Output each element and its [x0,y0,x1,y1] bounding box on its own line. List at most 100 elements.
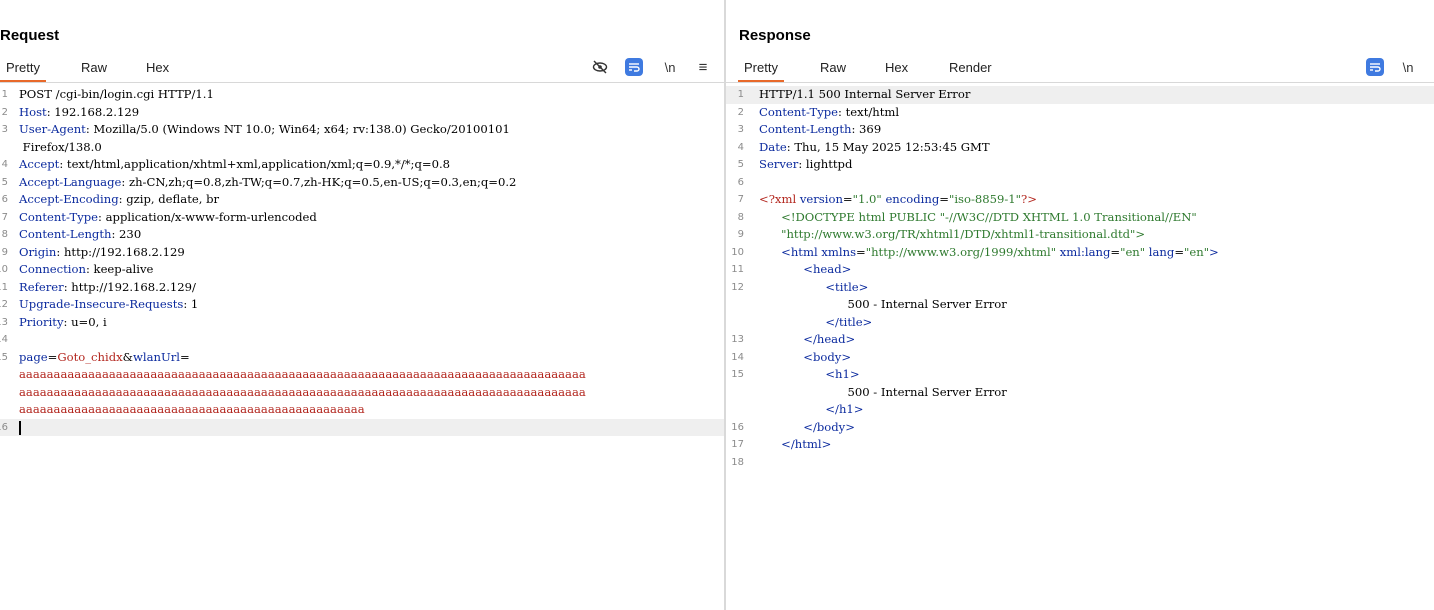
code-token: : 369 [851,122,882,136]
code-token: Date [759,139,787,154]
tab-render[interactable]: Render [949,60,992,75]
line-text: HTTP/1.1 500 Internal Server Error [759,86,970,104]
code-token: page [19,349,48,364]
code-token: <html [781,244,822,259]
code-token: Connection [19,262,86,276]
code-token: : 1 [183,297,199,311]
line-number: 18 [731,456,744,468]
line-number: 13 [0,316,8,328]
line-text: <body> [759,349,851,367]
code-token: "iso-8859-1" [948,192,1022,206]
code-token [759,402,825,416]
code-token: : application/x-www-form-urlencoded [98,209,317,224]
code-token: Host [19,104,47,119]
line-text: Server: lighttpd [759,156,852,174]
tab-pretty[interactable]: Pretty [738,56,784,82]
code-token: </body> [803,419,855,434]
line-number: 7 [1,211,8,223]
code-token: : text/html,application/xhtml+xml,applic… [59,157,451,171]
eye-off-icon[interactable] [590,57,610,77]
code-line: 12Upgrade-Insecure-Requests: 1 [0,296,725,314]
line-text: </html> [759,436,831,454]
code-line: 6 [726,174,1434,192]
line-text: </body> [759,419,855,437]
line-number: 3 [1,124,8,135]
code-token: Content-Type [19,209,99,224]
line-text: 500 - Internal Server Error [759,296,1006,314]
code-line: 13 Priority: u=0, i [0,314,725,332]
code-line: aaaaaaaaaaaaaaaaaaaaaaaaaaaaaaaaaaaaaaaa… [0,384,725,402]
line-number: 4 [1,159,8,170]
code-token [759,262,803,276]
code-line: 9 "http://www.w3.org/TR/xhtml1/DTD/xhtml… [726,226,1434,244]
code-token [759,315,825,329]
code-token: & [122,349,133,364]
code-token: Goto_chidx [57,349,123,364]
tab-hex[interactable]: Hex [885,60,909,75]
line-text: Accept-Encoding: gzip, deflate, br [19,191,219,209]
line-text: <title> [759,279,868,297]
pane-divider[interactable] [724,0,726,610]
code-token: 500 - Internal Server Error [759,384,1007,399]
wrap-icon[interactable] [624,57,644,77]
code-line: 2 Host: 192.168.2.129 [0,104,725,122]
code-token: "http://www.w3.org/1999/xhtml" [865,244,1057,259]
newline-icon[interactable]: \n [1402,59,1414,75]
code-token: : 192.168.2.129 [46,104,140,119]
code-token: "1.0" [852,192,882,206]
code-token: : u=0, i [63,314,107,329]
code-token: : text/html [838,104,900,119]
line-number: 9 [1,246,8,258]
code-token: version [799,192,843,206]
code-line: aaaaaaaaaaaaaaaaaaaaaaaaaaaaaaaaaaaaaaaa… [0,366,725,384]
code-token: Priority [19,314,64,329]
code-token: : gzip, deflate, br [118,192,220,206]
line-number: 5 [737,159,744,170]
menu-icon[interactable]: ≡ [698,58,708,76]
line-number: 2 [1,106,8,118]
line-number: 17 [731,439,744,450]
code-token [759,437,781,451]
tab-hex[interactable]: Hex [146,60,170,75]
code-line: 500 - Internal Server Error [726,384,1434,402]
code-token: POST /cgi-bin/login.cgi HTTP/1.1 [19,87,214,101]
code-line: 9 Origin: http://192.168.2.129 [0,244,725,262]
code-token [759,350,803,364]
line-text: Priority: u=0, i [19,314,107,332]
code-token: Upgrade-Insecure-Requests [19,297,184,311]
wrap-icon[interactable] [1365,57,1385,77]
code-token: ?> [1021,192,1037,206]
code-token: <?xml [759,192,800,206]
code-token [759,280,825,294]
tab-raw[interactable]: Raw [820,60,847,75]
code-token: : http://192.168.2.129 [56,244,185,259]
code-line: 15 <h1> [726,366,1434,384]
line-text: <?xml version="1.0" encoding="iso-8859-1… [759,191,1037,209]
code-token: aaaaaaaaaaaaaaaaaaaaaaaaaaaaaaaaaaaaaaaa… [19,402,365,416]
code-token: = [1174,244,1185,259]
tab-raw[interactable]: Raw [81,60,108,75]
line-text: Accept-Language: zh-CN,zh;q=0.8,zh-TW;q=… [19,174,516,192]
code-line: 18 [726,454,1434,472]
newline-icon[interactable]: \n [664,59,676,75]
code-line: 10 <html xmlns="http://www.w3.org/1999/x… [726,244,1434,262]
line-text: Origin: http://192.168.2.129 [19,244,185,262]
code-token [759,420,803,434]
line-number: 15 [0,351,8,363]
line-text: Content-Type: text/html [759,104,899,122]
tab-pretty[interactable]: Pretty [0,56,46,82]
line-number: 13 [731,334,744,345]
line-text: Referer: http://192.168.2.129/ [19,279,196,297]
code-token: = [1110,244,1121,259]
line-text: aaaaaaaaaaaaaaaaaaaaaaaaaaaaaaaaaaaaaaaa… [19,384,586,402]
line-number: 3 [737,124,744,135]
line-text: Date: Thu, 15 May 2025 12:53:45 GMT [759,139,990,157]
